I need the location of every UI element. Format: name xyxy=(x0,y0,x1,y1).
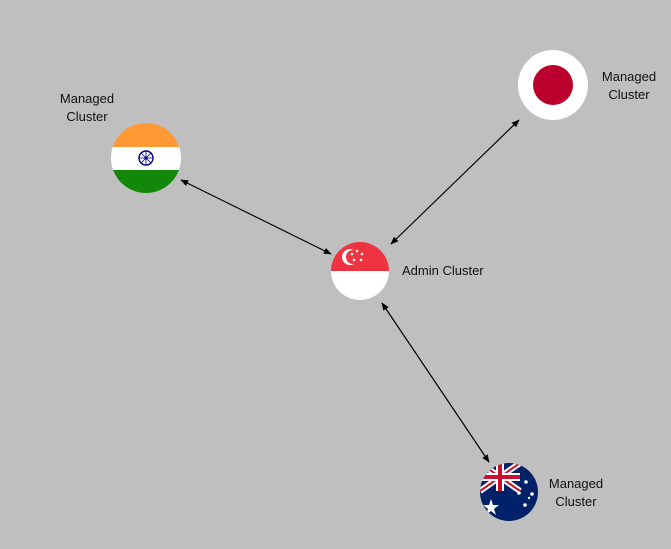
australia-flag-icon xyxy=(480,463,538,521)
india-label-line1: Managed xyxy=(59,91,115,106)
india-label-line2: Cluster xyxy=(66,109,108,124)
connector-admin-india xyxy=(180,179,332,255)
ashoka-chakra-icon xyxy=(138,150,154,166)
india-cluster-label: Managed Cluster xyxy=(57,90,117,126)
admin-cluster-label: Admin Cluster xyxy=(402,263,484,278)
connector-admin-japan xyxy=(390,119,520,245)
union-jack-icon xyxy=(480,463,522,494)
japan-cluster-label: Managed Cluster xyxy=(598,68,660,104)
australia-cluster-label: Managed Cluster xyxy=(545,475,607,511)
japan-flag-icon xyxy=(518,50,588,120)
stars-icon xyxy=(350,249,364,262)
australia-label-line1: Managed xyxy=(548,476,604,491)
connector-admin-australia xyxy=(381,302,490,463)
singapore-flag-icon xyxy=(331,242,389,300)
japan-label-line2: Cluster xyxy=(608,87,650,102)
southern-cross-icon xyxy=(483,480,534,515)
australia-label-line2: Cluster xyxy=(555,494,597,509)
india-flag-icon xyxy=(111,123,181,193)
japan-label-line1: Managed xyxy=(601,69,657,84)
